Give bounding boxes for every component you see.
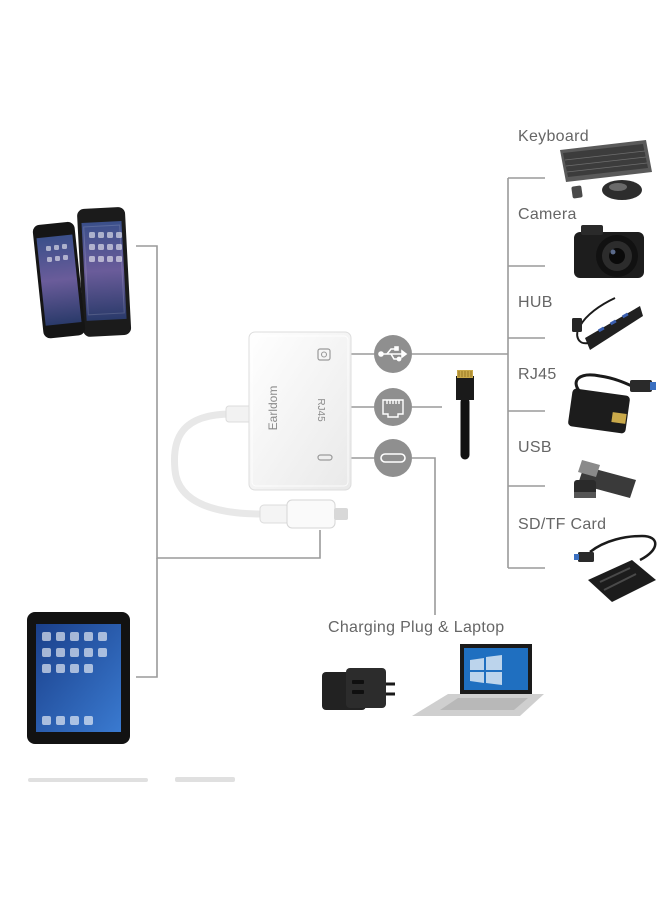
adapter-port-label: RJ45 (315, 398, 326, 422)
camera (574, 225, 644, 278)
laptop (412, 644, 544, 716)
connector-lines (136, 177, 545, 678)
line-ipad (136, 558, 158, 678)
iphone-front (32, 221, 86, 339)
label-rj45: RJ45 (518, 366, 557, 383)
usb-icon (378, 346, 408, 362)
rj45-adapter (568, 373, 656, 434)
lightning-cable (170, 405, 348, 529)
label-keyboard: Keyboard (518, 128, 589, 145)
port-usb (374, 335, 412, 373)
usb-drives (574, 460, 636, 498)
ethernet-icon (382, 399, 404, 418)
adapter-brand: Earldom (266, 386, 280, 431)
line-usbc-port (412, 457, 436, 615)
sd-card-reader (574, 534, 657, 602)
iphone-pair (32, 207, 132, 339)
label-camera: Camera (518, 206, 577, 223)
usb-hub (572, 297, 643, 350)
port-ethernet (374, 388, 412, 426)
label-sdcard: SD/TF Card (518, 516, 607, 533)
keyboard (560, 140, 652, 200)
ethernet-cable (456, 370, 474, 460)
cropped-caption (28, 777, 235, 782)
iphone-back (77, 207, 132, 337)
adapter: Earldom RJ45 (248, 331, 352, 491)
label-hub: HUB (518, 294, 553, 311)
ipad (27, 612, 130, 744)
charger (322, 668, 395, 710)
label-charging-laptop: Charging Plug & Laptop (328, 619, 505, 636)
label-usb: USB (518, 439, 552, 456)
usb-c-icon (380, 453, 406, 463)
port-usbc (374, 439, 412, 477)
